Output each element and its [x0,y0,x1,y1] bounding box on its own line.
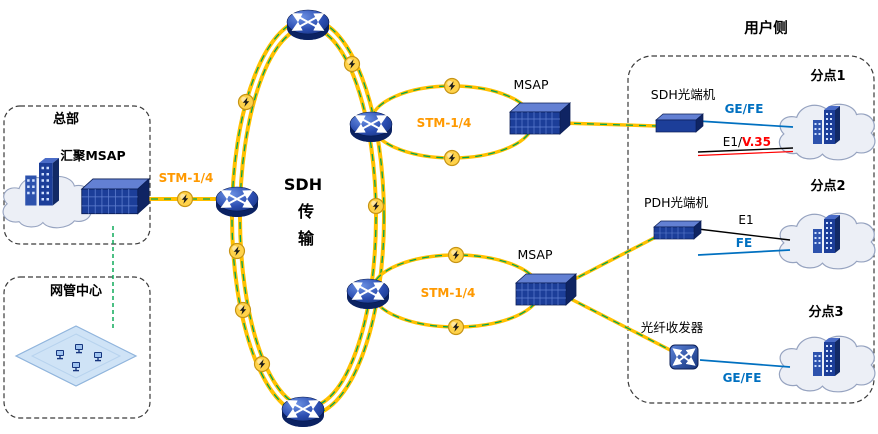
branch1-gefe-link [697,120,794,128]
user-side-label: 用户侧 [744,19,788,37]
msap1-terminal-fiber [560,121,658,128]
fiber-connector-icon [228,242,246,260]
fiber-connector-icon [234,301,252,319]
branch3-gefe-label: GE/FE [723,371,762,385]
branch3-gefe-link [699,359,791,368]
fiber-connector-icon [443,149,461,167]
fiber-connector-icon [367,197,385,215]
branch1-e1-link [697,147,794,153]
nms-label: 网管中心 [50,283,102,299]
msap2-converter-fiber [566,295,673,353]
branch2-label: 分点2 [810,178,845,194]
branch1-e1-label: E1/ [723,135,743,149]
stm-main-label: STM-1/4 [159,171,214,185]
branch1-gefe-label: GE/FE [725,102,764,116]
router-icon [282,397,324,427]
ring2-msap-label: MSAP [517,247,553,262]
branch1-v35-label: V.35 [742,135,771,149]
fiber-connector-icon [447,318,465,336]
router-icon [350,112,392,142]
sdh-terminal-label: SDH光端机 [651,87,716,102]
pdh-terminal-device [654,221,701,239]
headquarters-box [3,105,151,245]
branch2-e1-link [697,228,791,241]
nms-box [3,276,151,419]
hq-building-icon [25,158,59,206]
fiber-connector-icon [253,355,271,373]
core-ring-title-2: 传 [297,202,314,221]
branch1-v35-link [697,150,794,157]
ring1-stm-label: STM-1/4 [417,116,472,130]
branch1-label: 分点1 [810,68,845,84]
hq-msap-device [81,178,150,215]
ring1-msap-label: MSAP [513,77,549,92]
user-side-box [627,55,875,404]
msap2-pdh-fiber [566,235,657,285]
branch3-label: 分点3 [808,304,843,320]
hq-label: 总部 [53,111,79,127]
fiber-converter-label: 光纤收发器 [641,320,704,335]
hq-msap-label: 汇聚MSAP [60,148,125,163]
branch2-e1-label: E1 [738,213,753,227]
branch2-fe-label: FE [736,236,752,250]
router-icon [287,10,329,40]
pdh-terminal-label: PDH光端机 [644,195,709,210]
core-ring-title-1: SDH [284,175,322,194]
sdh-terminal-device [655,113,704,133]
msap2-device [515,273,577,306]
fiber-connector-icon [176,190,194,208]
fiber-connector-icon [443,77,461,95]
fiber-connector-icon [447,246,465,264]
router-icon [216,187,258,217]
fiber-connector-icon [343,55,361,73]
router-icon [347,279,389,309]
nms-platform-icon [14,325,138,387]
msap1-device [509,102,571,135]
branch2-fe-link [697,249,791,256]
fiber-converter-device [670,345,698,369]
ring2-stm-label: STM-1/4 [421,286,476,300]
core-ring-title-3: 输 [298,229,315,248]
fiber-connector-icon [237,93,255,111]
